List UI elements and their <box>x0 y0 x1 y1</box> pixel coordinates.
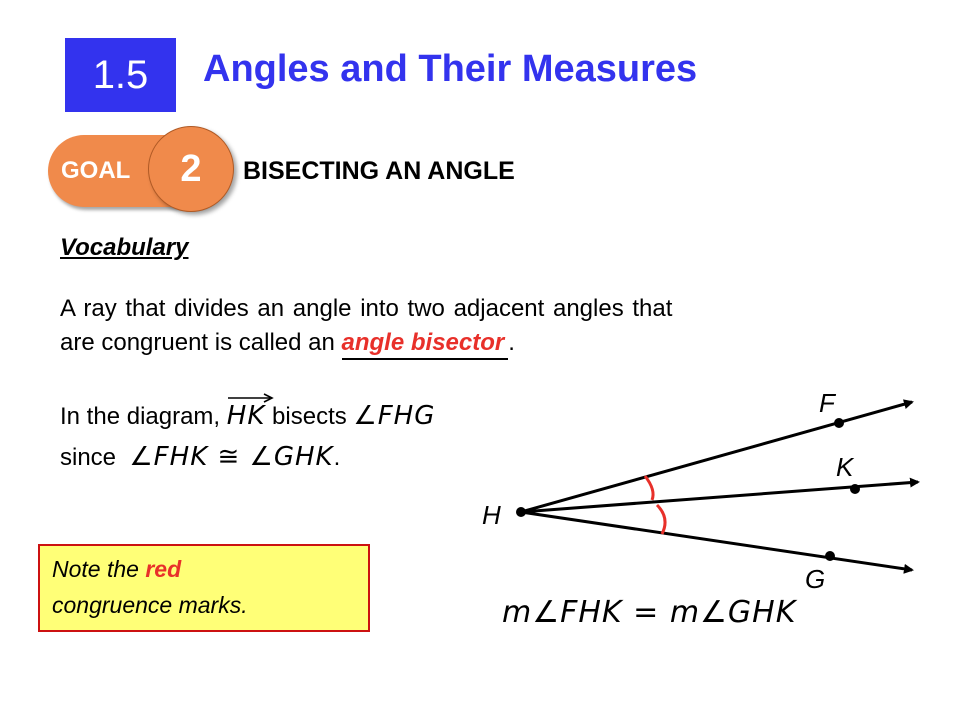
note-line-1: Note the red <box>52 556 181 583</box>
vocabulary-heading: Vocabulary <box>60 234 189 261</box>
congruence-mark-upper <box>643 475 655 501</box>
goal-title: BISECTING AN ANGLE <box>243 157 515 185</box>
page-title: Angles and Their Measures <box>203 48 698 90</box>
diagram-line-1-prefix: In the diagram, <box>60 403 221 430</box>
ray-hk: HK <box>226 393 274 433</box>
diagram-line-1-middle: bisects <box>272 403 347 430</box>
label-k: K <box>836 452 855 482</box>
label-f: F <box>819 388 837 418</box>
point-k <box>850 484 860 494</box>
definition-line-2: are congruent is called an angle bisecto… <box>60 326 515 360</box>
ray-hg <box>520 510 914 574</box>
label-g: G <box>805 564 825 594</box>
congruence-mark-lower <box>655 503 667 535</box>
diagram-text-line-2: since ∠FHK ≅ ∠GHK. <box>60 440 340 475</box>
note-highlight: red <box>145 556 182 582</box>
ray-arrow-icon <box>227 393 274 403</box>
goal-number-badge: 2 <box>148 126 234 212</box>
section-number-box: 1.5 <box>65 38 176 112</box>
ray-name: HK <box>226 401 266 431</box>
note-line-2: congruence marks. <box>52 592 248 618</box>
note-box: Note the red congruence marks. <box>38 544 370 632</box>
point-h <box>516 507 526 517</box>
diagram-line-2-prefix: since <box>60 444 117 471</box>
vocabulary-term: angle bisector <box>341 328 509 360</box>
point-f <box>834 418 844 428</box>
goal-label: GOAL <box>61 157 131 184</box>
definition-line-2-suffix: . <box>508 329 515 356</box>
congruence-statement: ∠FHK ≅ ∠GHK <box>129 442 334 472</box>
note-prefix: Note the <box>52 556 146 582</box>
definition-line-2-prefix: are congruent is called an <box>60 329 342 356</box>
section-number: 1.5 <box>92 53 149 97</box>
point-g <box>825 551 835 561</box>
definition-line-1: A ray that divides an angle into two adj… <box>60 295 673 322</box>
diagram-text-line-1: In the diagram, HK bisects ∠FHG <box>60 393 436 434</box>
measure-equation: m∠FHK = m∠GHK <box>502 595 797 630</box>
ray-hf <box>520 399 914 514</box>
diagram-line-2-suffix: . <box>333 444 341 471</box>
angle-fhg: ∠FHG <box>353 401 436 431</box>
goal-number: 2 <box>180 148 202 190</box>
label-h: H <box>482 500 501 530</box>
